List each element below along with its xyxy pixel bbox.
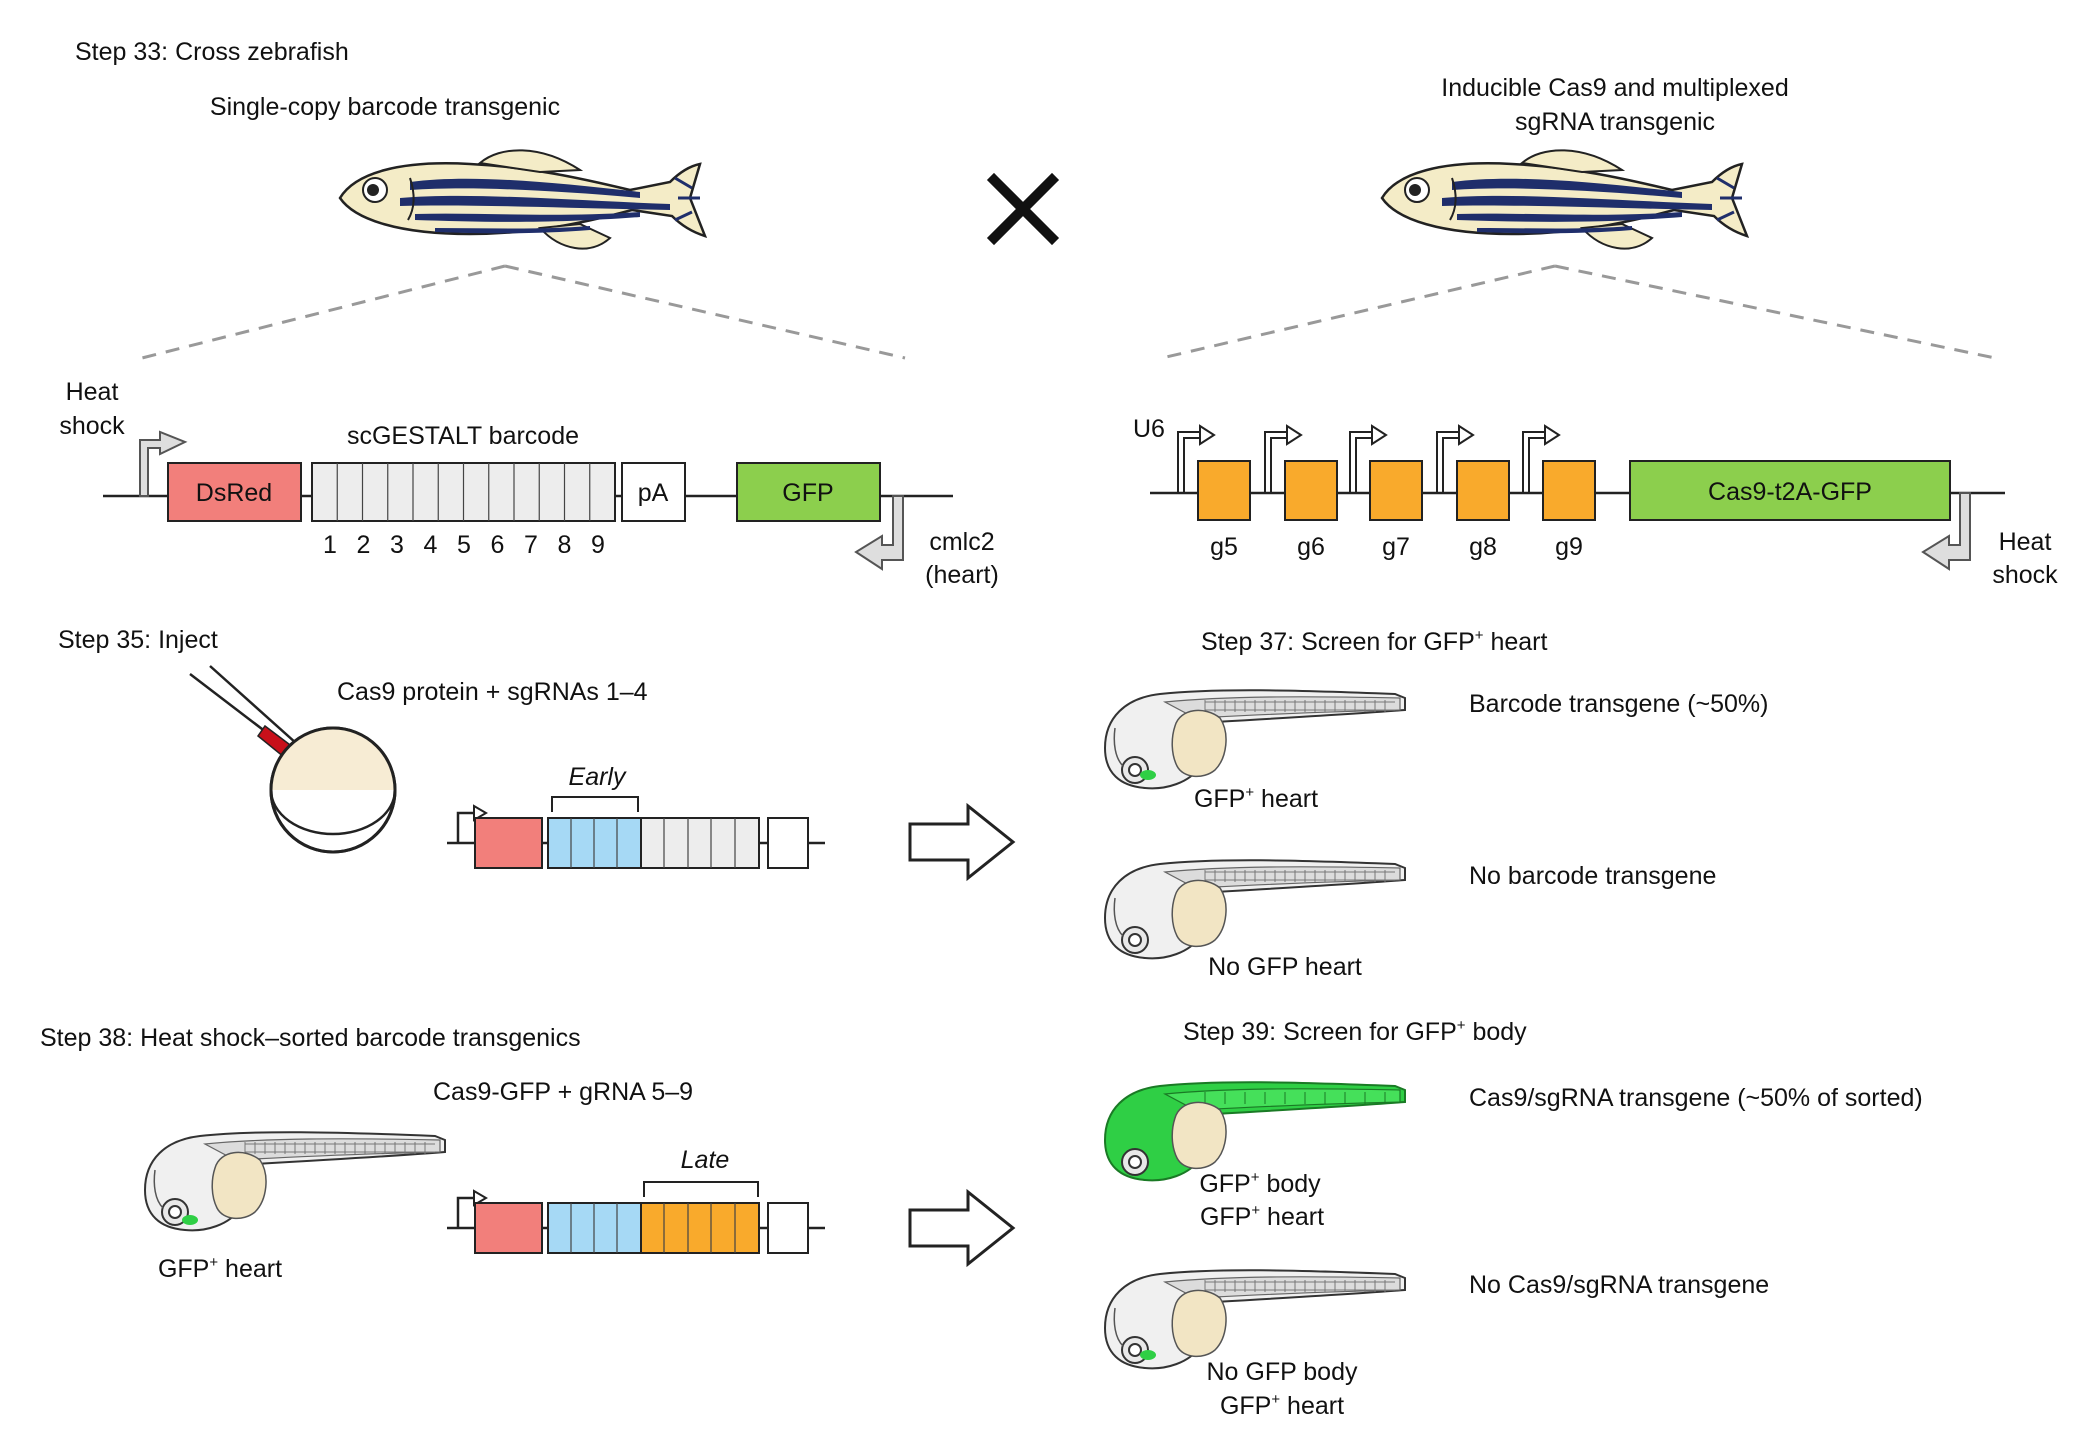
late-label: Late bbox=[681, 1146, 730, 1174]
cmlc2-promoter-arrow bbox=[854, 495, 904, 571]
cas9-t2a-gfp-label: Cas9-t2A-GFP bbox=[1708, 478, 1872, 506]
barcode-position-6: 6 bbox=[491, 531, 505, 559]
heat-shock-label-line1: Heat bbox=[66, 378, 119, 406]
guide-box-g6 bbox=[1284, 460, 1338, 521]
guide-label-g6: g6 bbox=[1297, 533, 1325, 561]
step38-reagents: Cas9-GFP + gRNA 5–9 bbox=[433, 1078, 693, 1106]
cas9-zebrafish-image bbox=[1380, 148, 1749, 251]
u6-promoter-arrowhead bbox=[1371, 424, 1388, 446]
guide-label-g7: g7 bbox=[1382, 533, 1410, 561]
barcode-position-7: 7 bbox=[524, 531, 538, 559]
larva-no-gfp-heart bbox=[1104, 859, 1406, 960]
step38-to-39-arrow bbox=[908, 1188, 1016, 1268]
u6-promoter-arrowhead bbox=[1286, 424, 1303, 446]
step37-larva1-result: Barcode transgene (~50%) bbox=[1469, 690, 1769, 718]
step37-larva1-label: GFP+ heart bbox=[1194, 784, 1318, 813]
right-zoom-lines bbox=[1161, 264, 1996, 360]
gfp-box bbox=[736, 462, 881, 522]
u6-label: U6 bbox=[1133, 415, 1165, 443]
cas9-heat-shock-arrow bbox=[1921, 492, 1971, 571]
u6-promoter-arrow bbox=[1264, 431, 1290, 493]
step39-larva2-line1: No GFP body bbox=[1206, 1358, 1358, 1386]
barcode-target-dividers bbox=[336, 463, 591, 521]
step39-larva2-result: No Cas9/sgRNA transgene bbox=[1469, 1271, 1769, 1299]
left-fish-label: Single-copy barcode transgenic bbox=[210, 93, 560, 121]
gfp-heart-marker-1 bbox=[1140, 770, 1156, 780]
step37-larva2-label: No GFP heart bbox=[1208, 953, 1362, 981]
barcode-position-9: 9 bbox=[591, 531, 605, 559]
u6-promoter-arrowhead bbox=[1199, 424, 1216, 446]
u6-promoter-arrow bbox=[1436, 431, 1462, 493]
gfp-heart-marker-step39 bbox=[1140, 1350, 1156, 1360]
u6-promoter-arrowhead bbox=[1544, 424, 1561, 446]
barcode-position-4: 4 bbox=[424, 531, 438, 559]
step37-larva2-result: No barcode transgene bbox=[1469, 862, 1716, 890]
u6-promoter-arrowhead bbox=[1458, 424, 1475, 446]
dsred-box bbox=[167, 462, 302, 522]
left-zoom-lines bbox=[141, 264, 906, 360]
cmlc2-heart-label: (heart) bbox=[925, 561, 999, 589]
guide-box-g8 bbox=[1456, 460, 1510, 521]
step39-larva1-result: Cas9/sgRNA transgene (~50% of sorted) bbox=[1469, 1084, 1923, 1112]
pa-box bbox=[621, 462, 686, 522]
step39-larva2-line2: GFP+ heart bbox=[1220, 1391, 1344, 1420]
cmlc2-label: cmlc2 bbox=[929, 528, 994, 556]
heat-shock-promoter-arrow bbox=[139, 430, 188, 497]
u6-promoter-arrow bbox=[1349, 431, 1375, 493]
cross-symbol bbox=[986, 172, 1060, 246]
gfp-heart-marker-step38 bbox=[182, 1215, 198, 1225]
cas9-heat-shock-line2: shock bbox=[1992, 561, 2058, 589]
guide-box-g5 bbox=[1197, 460, 1251, 521]
guide-label-g5: g5 bbox=[1210, 533, 1238, 561]
barcode-position-1: 1 bbox=[323, 531, 337, 559]
pa-label: pA bbox=[638, 479, 669, 507]
u6-promoter-arrow bbox=[1522, 431, 1548, 493]
barcode-title: scGESTALT barcode bbox=[347, 422, 579, 450]
cas9-heat-shock-line1: Heat bbox=[1999, 528, 2052, 556]
step33-title: Step 33: Cross zebrafish bbox=[75, 38, 349, 66]
step35-to-37-arrow bbox=[908, 802, 1016, 882]
barcode-position-2: 2 bbox=[357, 531, 371, 559]
guide-box-g7 bbox=[1369, 460, 1423, 521]
larva-gfp-body bbox=[1104, 1081, 1406, 1182]
step37-title: Step 37: Screen for GFP+ heart bbox=[1201, 627, 1547, 656]
early-edited-construct: Early bbox=[447, 763, 825, 869]
step39-larva1-line1: GFP+ body bbox=[1199, 1169, 1321, 1198]
step39-larva1-line2: GFP+ heart bbox=[1200, 1202, 1324, 1231]
barcode-position-3: 3 bbox=[390, 531, 404, 559]
step39-title: Step 39: Screen for GFP+ body bbox=[1183, 1017, 1527, 1046]
barcode-position-8: 8 bbox=[558, 531, 572, 559]
barcode-zebrafish-image bbox=[338, 148, 707, 251]
step38-title: Step 38: Heat shock–sorted barcode trans… bbox=[40, 1024, 581, 1052]
gfp-label: GFP bbox=[782, 479, 833, 507]
embryo-injection bbox=[189, 665, 397, 854]
late-edited-construct: Late bbox=[447, 1146, 825, 1254]
cas9-t2a-gfp-box bbox=[1629, 460, 1951, 521]
early-label: Early bbox=[569, 763, 627, 791]
heat-shock-label-line2: shock bbox=[59, 412, 125, 440]
guide-label-g8: g8 bbox=[1469, 533, 1497, 561]
right-fish-label-line2: sgRNA transgenic bbox=[1515, 108, 1715, 136]
right-fish-label-line1: Inducible Cas9 and multiplexed bbox=[1441, 74, 1788, 102]
guide-cassettes: g5 g6 g7 g8 g9 bbox=[1177, 424, 1596, 561]
guide-label-g9: g9 bbox=[1555, 533, 1583, 561]
u6-promoter-arrow bbox=[1177, 431, 1203, 493]
step38-larva-label: GFP+ heart bbox=[158, 1254, 282, 1283]
barcode-position-5: 5 bbox=[457, 531, 471, 559]
step35-reagents: Cas9 protein + sgRNAs 1–4 bbox=[337, 678, 648, 706]
guide-box-g9 bbox=[1542, 460, 1596, 521]
dsred-label: DsRed bbox=[196, 479, 272, 507]
step35-title: Step 35: Inject bbox=[58, 626, 218, 654]
cas9-construct: U6 g5 g6 g7 g8 g9 Cas9-t2A-GFP Heat shock bbox=[1133, 415, 2058, 589]
